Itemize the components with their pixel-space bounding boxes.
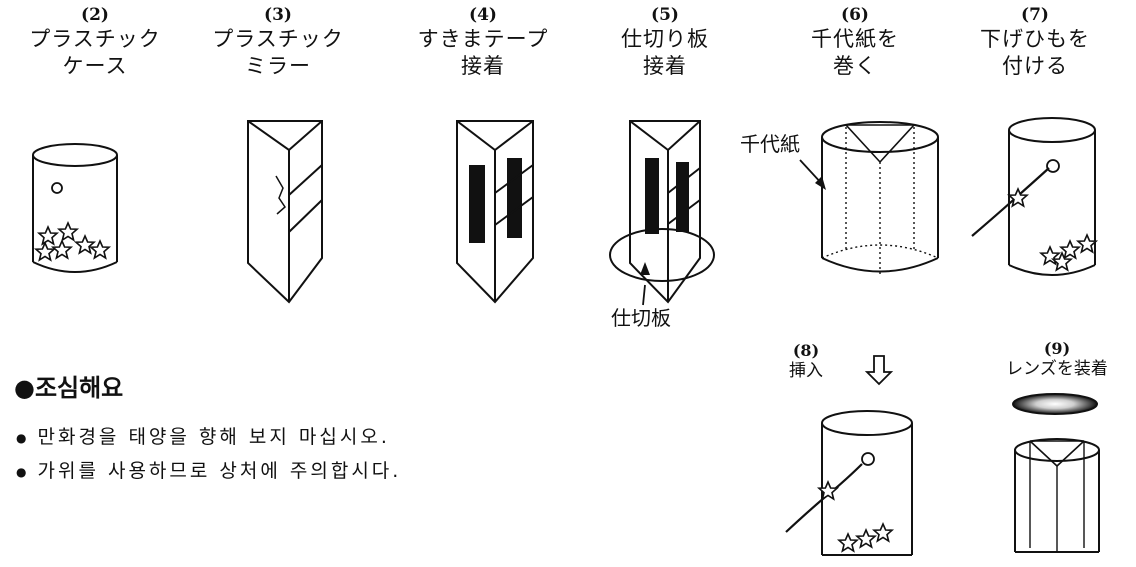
step-title: すきまテープ <box>417 27 549 51</box>
caution-title: ●조심해요 <box>14 374 124 402</box>
step-number: (5) <box>651 5 679 25</box>
step-7-header: (7) 下げひもを 付ける <box>955 4 1115 80</box>
step-6-header: (6) 千代紙を 巻く <box>775 4 935 80</box>
step-title: 下げひもを <box>980 27 1090 51</box>
hanging-string-figure <box>971 117 1097 276</box>
caution-text: 가위를 사용하므로 상처에 주의합시다. <box>37 460 402 482</box>
step-subtitle: ミラー <box>245 54 311 78</box>
step-number: (6) <box>841 5 869 25</box>
plastic-mirror-figure <box>247 120 323 304</box>
plastic-case-figure <box>32 143 118 273</box>
step-number: (7) <box>1021 5 1049 25</box>
step-title: 仕切り板 <box>621 27 709 51</box>
gap-tape-figure <box>456 120 534 304</box>
caution-list: ● 만화경을 태양을 향해 보지 마십시오. ● 가위를 사용하므로 상처에 주의합… <box>16 420 401 488</box>
step-subtitle: 接着 <box>461 54 505 78</box>
step-3-header: (3) プラスチック ミラー <box>198 4 358 80</box>
step-title: レンズを装着 <box>1006 359 1108 379</box>
partition-label: 仕切板 <box>611 306 671 330</box>
step-title: プラスチック <box>29 27 161 51</box>
step-subtitle: ケース <box>62 54 128 78</box>
chiyogami-figure <box>799 121 939 276</box>
step-number: (4) <box>469 5 497 25</box>
step-number: (2) <box>81 5 109 25</box>
step-number: (3) <box>264 5 292 25</box>
step-subtitle: 付ける <box>1002 54 1068 78</box>
lens-figure <box>1012 393 1100 553</box>
step-number: (8) <box>792 341 820 360</box>
step-title: プラスチック <box>212 27 344 51</box>
bullet-icon: ● <box>16 430 30 445</box>
step-subtitle: 巻く <box>833 54 877 78</box>
step-4-header: (4) すきまテープ 接着 <box>403 4 563 80</box>
down-arrow-icon <box>864 355 894 386</box>
step-subtitle: 接着 <box>643 54 687 78</box>
step-title: 挿入 <box>789 361 823 381</box>
step-5-header: (5) 仕切り板 接着 <box>585 4 745 80</box>
step-9-header: (9) レンズを装着 <box>982 340 1132 380</box>
list-item: ● 만화경을 태양을 향해 보지 마십시오. <box>16 420 401 454</box>
list-item: ● 가위를 사용하므로 상처에 주의합시다. <box>16 454 401 488</box>
step-title: 千代紙を <box>811 27 899 51</box>
insert-figure <box>785 410 913 556</box>
caution-text: 만화경을 태양을 향해 보지 마십시오. <box>37 426 390 448</box>
step-2-header: (2) プラスチック ケース <box>15 4 175 80</box>
chiyogami-label: 千代紙 <box>740 132 800 156</box>
step-8-header: (8) 挿入 <box>776 342 836 382</box>
bullet-icon: ● <box>16 464 30 479</box>
step-number: (9) <box>1043 339 1071 358</box>
partition-figure <box>609 120 715 306</box>
